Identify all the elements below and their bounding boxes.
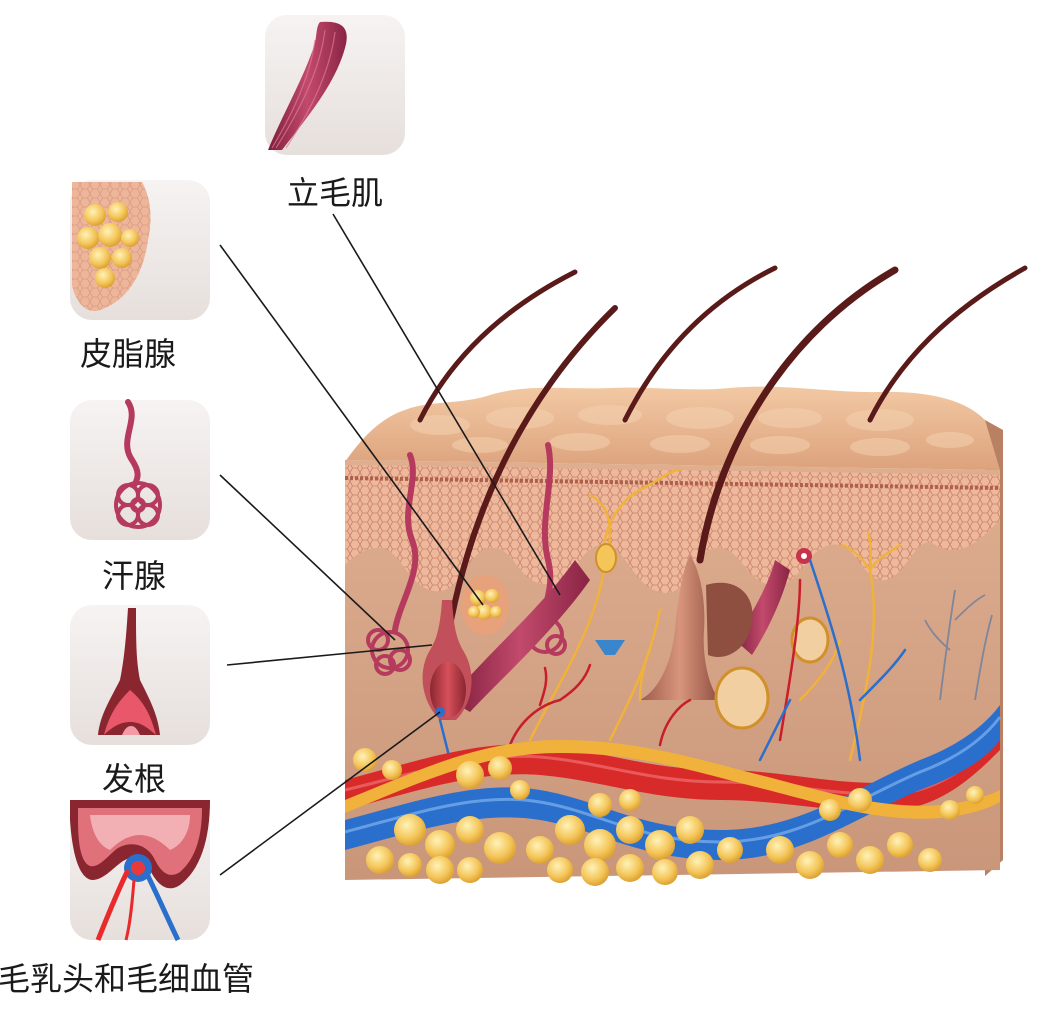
arrector-pili-muscle (450, 560, 590, 712)
leader-lines (219, 213, 561, 876)
sebaceous-gland-icon (70, 180, 210, 320)
nerve-endings (595, 543, 830, 730)
capillary-branches (508, 578, 802, 747)
large-hair-follicle (640, 555, 720, 700)
vein-highlight (344, 716, 1002, 844)
arrector-pili-muscle-icon (265, 15, 405, 155)
large-sebaceous-gland (706, 582, 753, 658)
skin-block (344, 265, 1028, 886)
venule-branches (438, 558, 907, 782)
nerve-fibers (528, 468, 902, 762)
epidermis-layer (345, 465, 1000, 593)
sebaceous-gland-label: 皮脂腺 (80, 335, 176, 373)
dermal-papilla-icon (70, 800, 210, 942)
sweat-gland-icon (70, 399, 210, 540)
vein (345, 705, 1000, 860)
surface-texture (410, 405, 974, 456)
hair-root-label: 发根 (102, 760, 166, 798)
hair-root-icon (70, 605, 210, 745)
hair-bulb (430, 662, 466, 718)
artery (345, 720, 1000, 812)
side-capillaries (924, 589, 993, 701)
arrector-pili-label: 立毛肌 (287, 174, 383, 212)
papilla-capillaries-label: 毛乳头和毛细血管 (0, 960, 254, 998)
nerve-trunk (345, 740, 1000, 819)
hair-shafts (417, 265, 1028, 693)
sweat-gland-label: 汗腺 (102, 557, 166, 595)
fat-cells (353, 748, 984, 886)
basal-membrane (344, 476, 1001, 490)
